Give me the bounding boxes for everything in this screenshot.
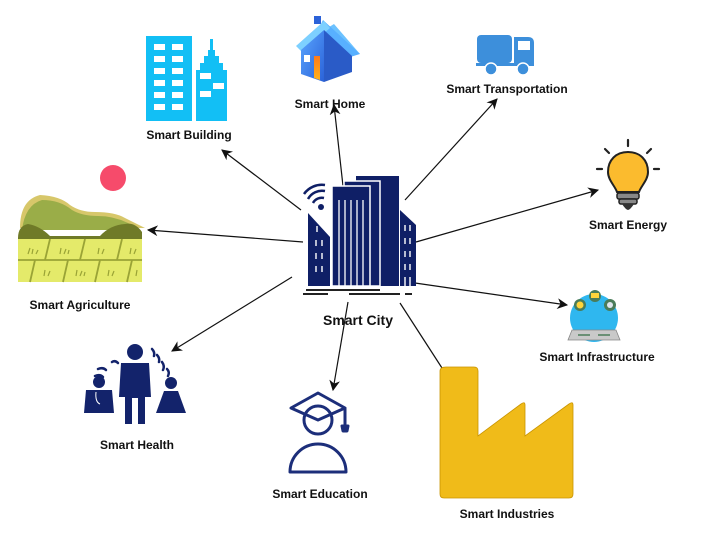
center-label: Smart City [322, 312, 394, 328]
edge-health [171, 276, 293, 352]
edge-transportation [404, 98, 498, 201]
edge-building [221, 149, 302, 211]
edge-industries [399, 302, 443, 369]
light-bulb-icon [595, 138, 661, 210]
node-label-agriculture: Smart Agriculture [29, 298, 131, 312]
farm-landscape-icon [18, 165, 145, 283]
edge-infrastructure [414, 282, 569, 309]
factory-icon [439, 366, 574, 499]
office-buildings-icon [146, 36, 227, 121]
house-icon [296, 16, 360, 82]
city-buildings-wifi-icon [302, 176, 416, 295]
graduate-icon [288, 391, 350, 474]
node-label-industries: Smart Industries [459, 507, 555, 521]
edge-agriculture [146, 225, 304, 243]
node-label-home: Smart Home [294, 97, 366, 111]
edge-energy [415, 187, 600, 243]
edge-home [329, 103, 344, 187]
node-label-transportation: Smart Transportation [446, 82, 568, 96]
truck-icon [476, 35, 534, 76]
sun-icon [100, 165, 126, 191]
node-label-health: Smart Health [99, 438, 175, 452]
edge-education [329, 301, 349, 392]
people-health-icon [84, 344, 186, 424]
node-label-building: Smart Building [146, 128, 232, 142]
node-label-energy: Smart Energy [588, 218, 668, 232]
node-label-infrastructure: Smart Infrastructure [539, 350, 655, 364]
edges [146, 98, 600, 392]
node-label-education: Smart Education [272, 487, 368, 501]
infrastructure-network-icon [567, 290, 621, 342]
